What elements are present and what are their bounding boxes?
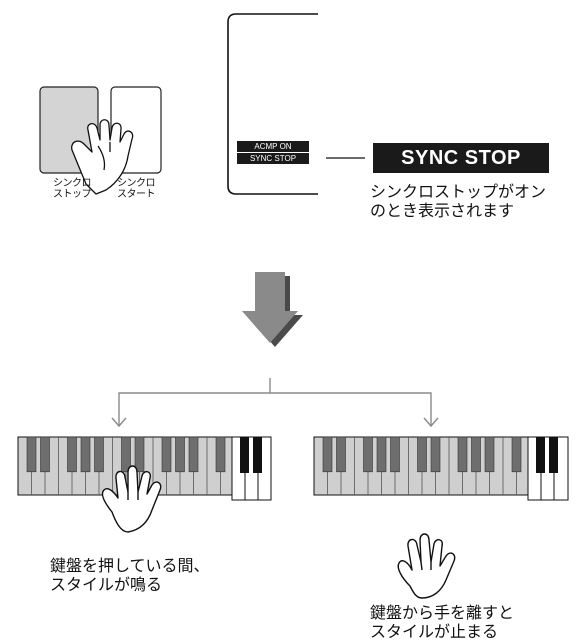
- keyboard-left-end: [231, 436, 272, 501]
- black-key: [457, 436, 468, 473]
- sync-stop-caption: シンクロストップがオン のとき表示されます: [370, 182, 547, 220]
- black-key: [188, 436, 199, 473]
- black-key: [80, 436, 91, 473]
- keyboard-right: [313, 436, 567, 496]
- black-key: [336, 436, 346, 473]
- black-key: [94, 436, 104, 473]
- black-key: [121, 436, 131, 473]
- down-arrow-icon: [242, 272, 303, 347]
- caption-keys-released: 鍵盤から手を離すと スタイルが止まる: [370, 603, 515, 641]
- black-key: [322, 436, 333, 473]
- sync-start-button-label: シンクロ スタート: [117, 178, 156, 200]
- black-key: [484, 436, 495, 473]
- black-key: [161, 436, 172, 473]
- open-hand-icon: [397, 533, 456, 599]
- black-key: [40, 436, 50, 473]
- black-key: [134, 436, 145, 473]
- lcd-sync-stop: SYNC STOP: [237, 153, 309, 164]
- hand-on-keys-icon: [101, 465, 162, 533]
- sync-stop-indicator: SYNC STOP: [373, 143, 549, 173]
- caption-keys-pressed: 鍵盤を押している間、 スタイルが鳴る: [50, 556, 210, 594]
- black-key: [67, 436, 77, 473]
- keyboard-right-end: [527, 436, 569, 501]
- black-key: [430, 436, 441, 473]
- hand-pressing-icon: [71, 119, 134, 195]
- black-key: [417, 436, 427, 473]
- sync-stop-button-label: シンクロ ストップ: [53, 178, 92, 200]
- black-key: [376, 436, 387, 473]
- branch-lines: [111, 378, 439, 428]
- black-key: [26, 436, 37, 473]
- lcd-frame: [227, 13, 318, 195]
- black-key: [175, 436, 185, 473]
- black-key: [390, 436, 400, 473]
- black-key: [511, 436, 522, 473]
- black-key: [363, 436, 373, 473]
- black-key: [471, 436, 481, 473]
- black-key: [215, 436, 226, 473]
- lcd-acmp-on: ACMP ON: [237, 141, 309, 152]
